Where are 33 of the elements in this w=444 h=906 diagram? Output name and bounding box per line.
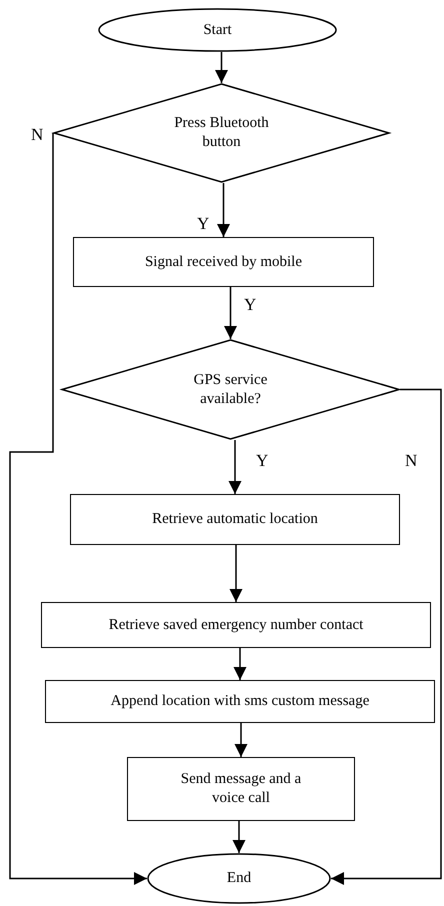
- terminal-ellipse: [147, 853, 331, 904]
- arrow: [224, 287, 237, 339]
- terminal-text: End: [226, 869, 252, 888]
- arrow: [331, 388, 442, 885]
- edge-label: Y: [255, 452, 270, 469]
- process-text: Retrieve saved emergency number contact: [108, 616, 364, 634]
- terminal-ellipse: [98, 8, 337, 52]
- arrow: [232, 821, 246, 853]
- process-box: [45, 680, 435, 723]
- edge-label: N: [404, 452, 418, 469]
- edge-label: Y: [243, 296, 258, 313]
- arrow: [228, 440, 242, 494]
- decision-diamond: [61, 339, 400, 440]
- decision-diamond: [53, 83, 390, 183]
- process-text: Retrieve automatic location: [152, 510, 318, 529]
- process-text: Signal received by mobile: [144, 252, 302, 272]
- process-box: [73, 237, 374, 287]
- arrow: [217, 183, 230, 237]
- process-text: Append location with sms custom message: [110, 692, 370, 711]
- arrow: [215, 52, 228, 83]
- edge-label: N: [30, 126, 44, 143]
- terminal-text: Start: [203, 20, 232, 40]
- arrow: [230, 545, 242, 602]
- arrow: [9, 133, 147, 885]
- arrow: [234, 723, 248, 757]
- arrow: [234, 648, 246, 680]
- edge-label: Y: [196, 215, 210, 232]
- decision-text: Press Bluetooth button: [173, 114, 270, 152]
- decision-text: GPS service available?: [192, 370, 268, 408]
- process-box: [127, 757, 355, 821]
- process-box: [70, 494, 400, 545]
- process-text: Send message and a voice call: [180, 770, 302, 808]
- process-box: [41, 602, 431, 648]
